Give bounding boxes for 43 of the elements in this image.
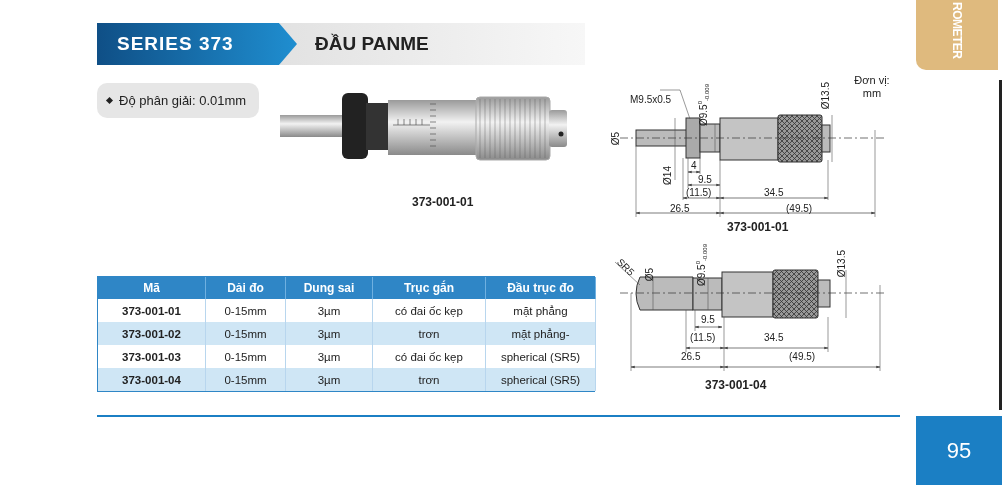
table-header-cell: Mã: [98, 277, 206, 299]
table-cell: 3µm: [286, 322, 373, 345]
table-cell: 373-001-02: [98, 322, 206, 345]
dimension-label: 34.5: [764, 333, 784, 343]
dimension-label: (49.5): [786, 204, 813, 214]
table-cell: spherical (SR5): [486, 368, 596, 391]
dimension-label: Ø13.5: [821, 82, 831, 110]
table-cell: 3µm: [286, 368, 373, 391]
dimension-label: Ø5: [611, 132, 621, 146]
table-cell: trơn: [373, 368, 486, 391]
spec-pill: Độ phân giải: 0.01mm: [97, 83, 259, 118]
table-cell: 0-15mm: [206, 368, 286, 391]
side-tab: [916, 0, 998, 70]
dimension-label: 9.5: [701, 315, 715, 325]
model-caption: 373-001-01: [412, 196, 474, 208]
series-banner: SERIES 373: [97, 23, 297, 65]
dimension-label: 9.5: [698, 175, 712, 185]
table-header-cell: Trục gắn: [373, 277, 486, 299]
dimension-label: 34.5: [764, 188, 784, 198]
model-caption: 373-001-04: [705, 379, 767, 391]
unit-note: Đơn vị: mm: [853, 74, 891, 101]
page-number-box: 95: [916, 416, 1002, 485]
dimension-label: (49.5): [789, 352, 816, 362]
title-band: ĐẦU PANME: [280, 23, 585, 65]
table-cell: 373-001-04: [98, 368, 206, 391]
dimension-label: 26.5: [670, 204, 690, 214]
side-tab-label: ROMETER: [951, 2, 963, 61]
dimension-label: (11.5): [690, 333, 716, 343]
table-header-cell: Dải đo: [206, 277, 286, 299]
dimension-label: Ø14: [663, 166, 673, 185]
table-cell: 0-15mm: [206, 322, 286, 345]
dimension-label: Ø5: [645, 268, 655, 282]
dimension-label: Ø13.5: [837, 250, 847, 278]
dimension-label: (11.5): [686, 188, 712, 198]
dimension-label: 26.5: [681, 352, 701, 362]
dimension-label: M9.5x0.5: [630, 95, 672, 105]
dimension-label: 4: [691, 161, 697, 171]
table-header-cell: Đầu trục đo: [486, 277, 596, 299]
model-caption: 373-001-01: [727, 221, 789, 233]
table-cell: trơn: [373, 322, 486, 345]
table-cell: mặt phẳng-: [486, 322, 596, 345]
table-header-cell: Dung sai: [286, 277, 373, 299]
dimension-label: SR5: [614, 257, 636, 278]
